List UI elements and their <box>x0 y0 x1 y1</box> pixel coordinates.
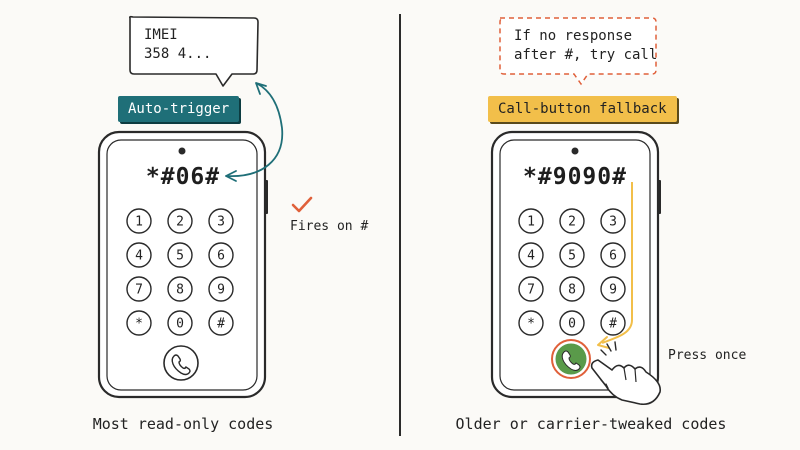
keypad-key-label: 9 <box>217 283 225 298</box>
left-dial-code: *#06# <box>145 164 221 190</box>
keypad-key-label: # <box>609 317 617 332</box>
keypad-key-label: 8 <box>176 283 184 298</box>
keypad-key: 6 <box>208 242 234 268</box>
keypad-key: 4 <box>518 242 544 268</box>
keypad-key: 5 <box>167 242 193 268</box>
keypad-key-label: 0 <box>568 317 576 332</box>
left-caption: Most read-only codes <box>92 415 274 433</box>
keypad-key-label: 4 <box>527 249 535 264</box>
keypad-key-label: 8 <box>568 283 576 298</box>
keypad-key-label: 7 <box>135 283 143 298</box>
center-divider <box>399 14 401 436</box>
right-panel-graphics: 1 2 3 4 5 6 7 8 9 * 0 # <box>490 17 662 406</box>
auto-trigger-tag: Auto-trigger <box>118 96 240 122</box>
phone-icon <box>561 350 581 371</box>
phone-icon <box>171 354 191 376</box>
keypad-key-label: 2 <box>568 215 576 230</box>
keypad-key-label: 5 <box>568 249 576 264</box>
keypad-key: 8 <box>167 276 193 302</box>
keypad-key: 4 <box>126 242 152 268</box>
keypad-key: 6 <box>600 242 626 268</box>
keypad-key-label: 5 <box>176 249 184 264</box>
keypad-key-label: 3 <box>609 215 617 230</box>
keypad-key: 7 <box>126 276 152 302</box>
keypad-key: 2 <box>167 208 193 234</box>
keypad-key: * <box>126 310 152 336</box>
keypad-key: * <box>518 310 544 336</box>
keypad-key-label: 6 <box>217 249 225 264</box>
pointing-hand-icon <box>590 341 662 406</box>
keypad-key-label: 7 <box>527 283 535 298</box>
keypad-key: # <box>600 310 626 336</box>
keypad-key-label: 4 <box>135 249 143 264</box>
keypad-key-label: 6 <box>609 249 617 264</box>
keypad-key: 0 <box>559 310 585 336</box>
left-call-button <box>163 345 199 381</box>
keypad-key-label: * <box>527 317 535 332</box>
right-keypad: 1 2 3 4 5 6 7 8 9 * 0 # <box>518 208 626 336</box>
keypad-key: 1 <box>518 208 544 234</box>
right-dial-code: *#9090# <box>523 164 627 190</box>
right-bubble-text: If no response after #, try call <box>514 28 658 63</box>
keypad-key-label: 1 <box>527 215 535 230</box>
keypad-key: 9 <box>600 276 626 302</box>
left-panel-graphics: 1 2 3 4 5 6 7 8 9 * 0 # <box>97 15 313 399</box>
keypad-key-label: 9 <box>609 283 617 298</box>
keypad-key: 9 <box>208 276 234 302</box>
keypad-key: 3 <box>600 208 626 234</box>
hint-speech-bubble <box>499 17 657 86</box>
left-keypad: 1 2 3 4 5 6 7 8 9 * 0 # <box>126 208 234 336</box>
camera-dot <box>571 147 579 155</box>
auto-trigger-arrow <box>225 82 284 182</box>
keypad-key: 0 <box>167 310 193 336</box>
keypad-key: 1 <box>126 208 152 234</box>
right-call-button <box>551 339 591 379</box>
left-bubble-text: IMEI 358 4... <box>144 27 212 62</box>
camera-dot <box>178 147 186 155</box>
keypad-key-label: 0 <box>176 317 184 332</box>
call-fallback-tag: Call-button fallback <box>488 96 677 122</box>
keypad-key: 2 <box>559 208 585 234</box>
keypad-key-label: 3 <box>217 215 225 230</box>
right-caption: Older or carrier-tweaked codes <box>455 415 727 433</box>
check-icon <box>291 196 313 213</box>
press-once-note: Press once <box>668 348 747 363</box>
imei-speech-bubble <box>129 15 259 87</box>
keypad-key: # <box>208 310 234 336</box>
keypad-key: 7 <box>518 276 544 302</box>
fallback-arrow <box>597 182 633 349</box>
fires-on-hash-note: Fires on # <box>290 219 369 234</box>
keypad-key: 3 <box>208 208 234 234</box>
keypad-key: 8 <box>559 276 585 302</box>
keypad-key-label: * <box>135 317 143 332</box>
keypad-key-label: # <box>217 317 225 332</box>
keypad-key: 5 <box>559 242 585 268</box>
keypad-key-label: 1 <box>135 215 143 230</box>
keypad-key-label: 2 <box>176 215 184 230</box>
